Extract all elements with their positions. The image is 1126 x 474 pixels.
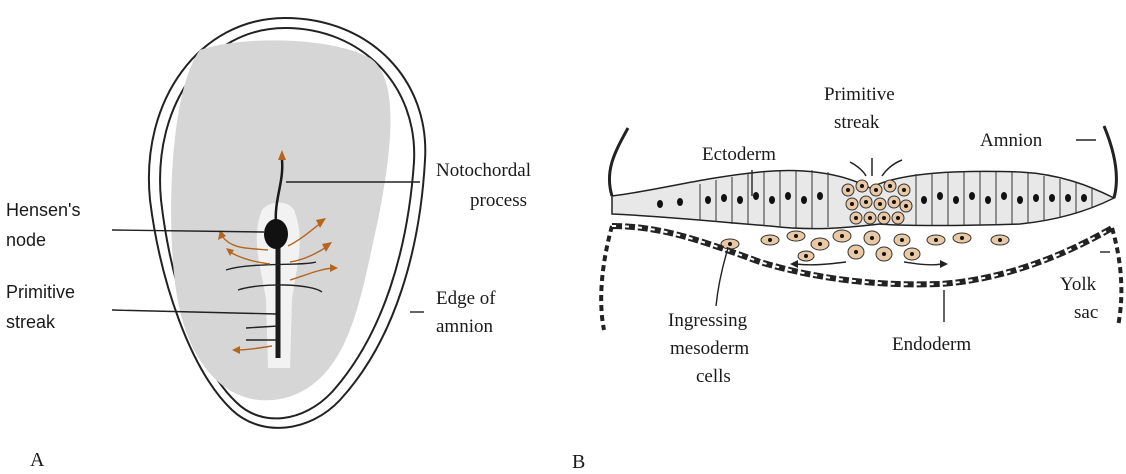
panel-b: Primitive streak Ectoderm Amnion Yolk sa… — [572, 84, 1121, 473]
ingressing-leader — [716, 248, 728, 306]
yolk-sac-right-strand — [1112, 228, 1121, 326]
label-notochordal-1: Notochordal — [436, 160, 531, 181]
label-primitive-streak-1: Primitive — [6, 282, 75, 302]
label-ingressing-3: cells — [696, 366, 731, 387]
mesoderm-arrow-right — [904, 262, 942, 265]
label-endoderm: Endoderm — [892, 334, 971, 355]
label-ingressing-2: mesoderm — [670, 338, 749, 359]
amnion-left-strand — [609, 128, 628, 196]
label-hensens-node-2: node — [6, 230, 46, 250]
panel-a: Hensen's node Primitive streak Notochord… — [6, 18, 531, 471]
hensens-node — [264, 219, 288, 249]
label-ingressing-1: Ingressing — [668, 310, 748, 331]
label-edge-amnion-1: Edge of — [436, 288, 496, 309]
label-amnion: Amnion — [980, 130, 1043, 151]
mesoderm-arrow-right-icon — [940, 260, 948, 268]
panel-letter-a: A — [30, 449, 45, 471]
mesoderm-arrow-left-icon — [790, 260, 798, 268]
label-hensens-node-1: Hensen's — [6, 200, 80, 220]
label-edge-amnion-2: amnion — [436, 316, 493, 337]
label-primitive-streak-b-2: streak — [834, 112, 880, 133]
label-notochordal-2: process — [470, 190, 527, 211]
panel-letter-b: B — [572, 451, 585, 473]
label-yolk-sac-1: Yolk — [1060, 274, 1097, 295]
label-yolk-sac-2: sac — [1074, 302, 1098, 323]
label-primitive-streak-b-1: Primitive — [824, 84, 895, 105]
mesoderm-arrow-left — [796, 262, 846, 265]
mesoderm-cells — [721, 230, 1009, 261]
streak-pointer-left — [850, 162, 866, 176]
streak-pointer-right — [882, 160, 902, 176]
amnion-right-strand — [1104, 126, 1116, 198]
yolk-sac-left-strand — [601, 226, 612, 330]
label-primitive-streak-2: streak — [6, 312, 56, 332]
label-ectoderm: Ectoderm — [702, 144, 776, 165]
